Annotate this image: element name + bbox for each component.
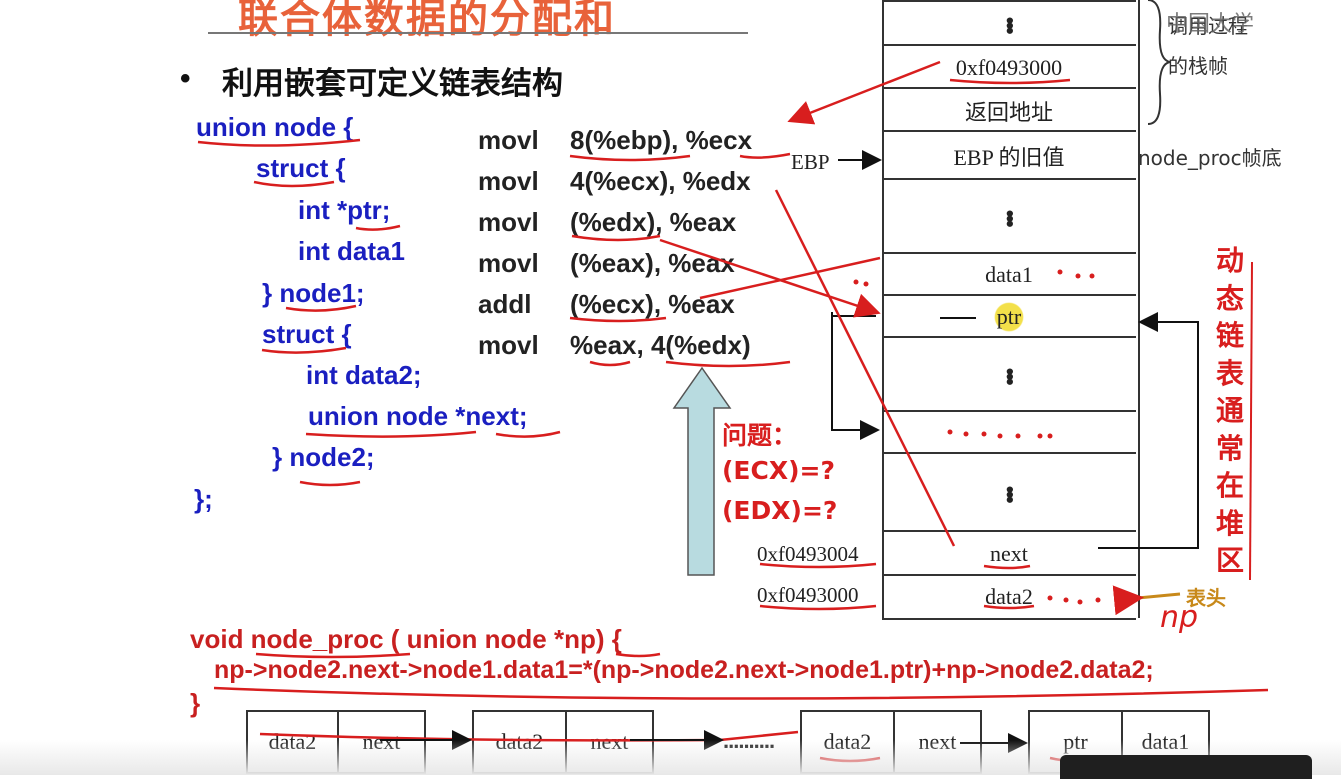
stack-link-arrow-icon <box>831 312 880 440</box>
watermark: 中国大学 <box>1166 12 1255 37</box>
caller-frame-brace-icon <box>1147 0 1171 125</box>
video-control-bar[interactable] <box>1060 755 1312 779</box>
stack-frame <box>882 0 1140 618</box>
func-body: np->node2.next->node1.data1=*(np->node2.… <box>214 656 1154 684</box>
question-ecx: (ECX)=? <box>722 456 836 485</box>
dynamic-list-note: 动态链 表通常 在堆区 <box>1215 244 1244 577</box>
red-stroke <box>1249 261 1253 581</box>
red-stroke <box>774 189 956 547</box>
code-line-4: int data1 <box>298 236 405 266</box>
stack-cell-scribble <box>882 410 1136 454</box>
question-title: 问题： <box>722 421 798 450</box>
head-arrow-icon <box>1112 585 1181 616</box>
stack-cell-ptr: ptr <box>882 294 1136 338</box>
red-underlines <box>197 78 1269 763</box>
func-close: } <box>190 688 201 718</box>
asm-line-6: movl%eax, 4(%edx) <box>478 330 751 360</box>
slide-subtitle: 利用嵌套可定义链表结构 <box>222 66 563 102</box>
question-edx: (EDX)=? <box>722 496 838 525</box>
ebp-label: EBP <box>791 150 830 174</box>
stack-cell-saved-addr: 0xf0493000 <box>882 44 1136 89</box>
np-annotation: np <box>1160 600 1199 635</box>
stack-cell-return-addr: 返回地址 <box>882 87 1136 132</box>
addr-data2-label: 0xf0493000 <box>757 583 859 607</box>
caller-proc-label: 调用过程 <box>1168 14 1248 38</box>
up-arrow-icon <box>672 366 732 576</box>
frame-bottom-label: node_proc帧底 <box>1138 146 1282 170</box>
list-head-label: 表头 <box>1186 586 1226 610</box>
asm-line-5: addl(%ecx), %eax <box>478 289 735 319</box>
code-line-8: union node *next; <box>308 401 528 431</box>
stack-cell-data1: data1 <box>882 252 1136 296</box>
code-line-1: union node { <box>196 112 354 142</box>
red-scribble-marks <box>853 269 1101 605</box>
asm-line-4: movl(%eax), %eax <box>478 248 735 278</box>
stack-cell-dots-2: ••• <box>882 336 1136 412</box>
title-divider <box>208 32 748 34</box>
bullet-marker: • <box>180 62 191 95</box>
next-to-ptr-arrow-icon <box>1098 312 1199 549</box>
caller-frame-label: 的栈帧 <box>1168 54 1228 78</box>
stack-cell-old-ebp: EBP 的旧值 <box>882 130 1136 180</box>
red-arrow-icon <box>659 238 881 318</box>
stack-cell-dots-1: ••• <box>882 178 1136 254</box>
asm-line-3: movl(%edx), %eax <box>478 207 737 237</box>
addr-next-label: 0xf0493004 <box>757 542 859 566</box>
slide-title: 联合体数据的分配和 <box>238 0 616 42</box>
code-line-9: } node2; <box>272 442 375 472</box>
code-line-2: struct { <box>256 153 346 183</box>
red-stroke <box>699 256 881 300</box>
stack-cell-dots-3: ••• <box>882 452 1136 532</box>
func-signature: void node_proc ( union node *np) { <box>190 624 622 654</box>
stack-cell-data2: data2 <box>882 574 1136 620</box>
code-line-3: int *ptr; <box>298 195 391 225</box>
stack-cell-next: next <box>882 530 1136 576</box>
red-arrow-icon <box>787 60 941 125</box>
stack-cell-caller-dots: ••• <box>882 0 1136 46</box>
code-line-6: struct { <box>262 319 352 349</box>
code-line-10: }; <box>194 484 213 514</box>
code-line-7: int data2; <box>306 360 422 390</box>
code-line-5: } node1; <box>262 278 365 308</box>
